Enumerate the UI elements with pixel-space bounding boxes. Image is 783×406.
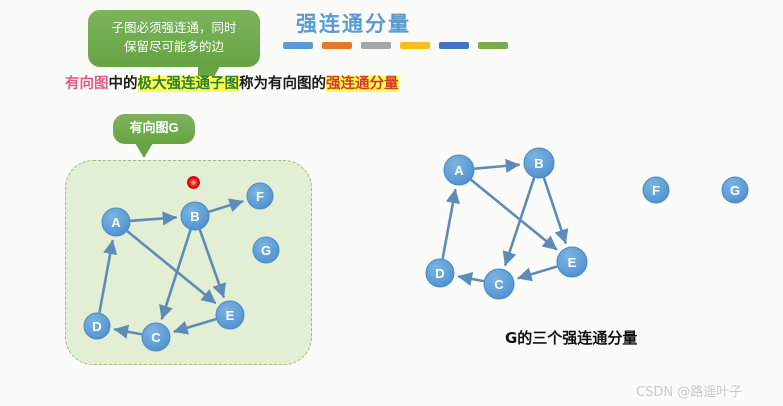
right-graph-node-B[interactable]: B bbox=[523, 147, 555, 179]
bar-darkblue bbox=[439, 42, 469, 49]
right-graph-node-label-E: E bbox=[568, 255, 577, 270]
right-graph-node-G[interactable]: G bbox=[721, 176, 749, 204]
callout-graph-label-text: 有向图G bbox=[129, 120, 179, 135]
accent-bar-row bbox=[283, 42, 508, 49]
right-graph-nodes: A B D C E F G bbox=[425, 147, 749, 300]
definition-seg-2: 极大强连通子图 bbox=[137, 76, 239, 92]
definition-sentence: 有向图中的极大强连通子图称为有向图的强连通分量 bbox=[65, 74, 399, 94]
right-graph-edges bbox=[441, 158, 569, 286]
right-graph-node-label-D: D bbox=[435, 266, 444, 281]
callout-graph-label-tail bbox=[135, 142, 153, 158]
right-graph-node-label-B: B bbox=[534, 156, 543, 171]
right-graph-edge-B-C bbox=[502, 177, 536, 266]
right-graph-node-circle-F bbox=[642, 176, 670, 204]
callout-rule-line1: 子图必须强连通，同时 bbox=[111, 21, 237, 35]
right-graph-node-E[interactable]: E bbox=[556, 246, 588, 278]
right-graph-node-label-C: C bbox=[494, 277, 504, 292]
callout-rule-line2: 保留尽可能多的边 bbox=[123, 39, 224, 54]
right-graph-node-A[interactable]: A bbox=[443, 154, 475, 186]
right-graph-node-circle-A bbox=[443, 154, 475, 186]
watermark: CSDN @路遥叶子 bbox=[636, 385, 743, 400]
right-graph-node-label-A: A bbox=[454, 163, 464, 178]
directed-graph-panel bbox=[65, 160, 312, 365]
bar-green bbox=[478, 42, 508, 49]
right-graph-node-circle-D bbox=[425, 258, 455, 288]
right-graph-node-circle-G bbox=[721, 176, 749, 204]
callout-rule: 子图必须强连通，同时 保留尽可能多的边 bbox=[88, 10, 260, 84]
right-graph-node-label-G: G bbox=[730, 183, 740, 198]
callout-graph-label: 有向图G bbox=[113, 114, 195, 158]
right-graph-edge-A-E bbox=[470, 179, 558, 251]
right-graph-node-label-F: F bbox=[652, 183, 660, 198]
definition-seg-0: 有向图 bbox=[65, 76, 109, 92]
right-graph-node-D[interactable]: D bbox=[425, 258, 455, 288]
right-graph-node-F[interactable]: F bbox=[642, 176, 670, 204]
right-graph-edge-B-E bbox=[542, 177, 569, 244]
bar-blue bbox=[283, 42, 313, 49]
page-title: 强连通分量 bbox=[296, 13, 411, 36]
right-graph-edge-C-D bbox=[457, 271, 485, 286]
right-graph-node-circle-C bbox=[483, 268, 515, 300]
definition-seg-4: 强连通分量 bbox=[326, 76, 399, 92]
right-graph-caption: G的三个强连通分量 bbox=[505, 329, 638, 347]
bar-gray bbox=[361, 42, 391, 49]
right-graph-node-circle-E bbox=[556, 246, 588, 278]
right-graph-edge-E-C bbox=[517, 265, 558, 282]
bar-yellow bbox=[400, 42, 430, 49]
right-graph-node-circle-B bbox=[523, 147, 555, 179]
definition-seg-3: 称为有向图的 bbox=[239, 76, 326, 92]
bar-orange bbox=[322, 42, 352, 49]
right-graph-node-C[interactable]: C bbox=[483, 268, 515, 300]
definition-seg-1: 中的 bbox=[108, 76, 138, 92]
cursor-dot-marker bbox=[186, 175, 200, 189]
right-graph-edge-A-B bbox=[474, 158, 521, 174]
right-graph-edge-D-A bbox=[441, 188, 460, 260]
